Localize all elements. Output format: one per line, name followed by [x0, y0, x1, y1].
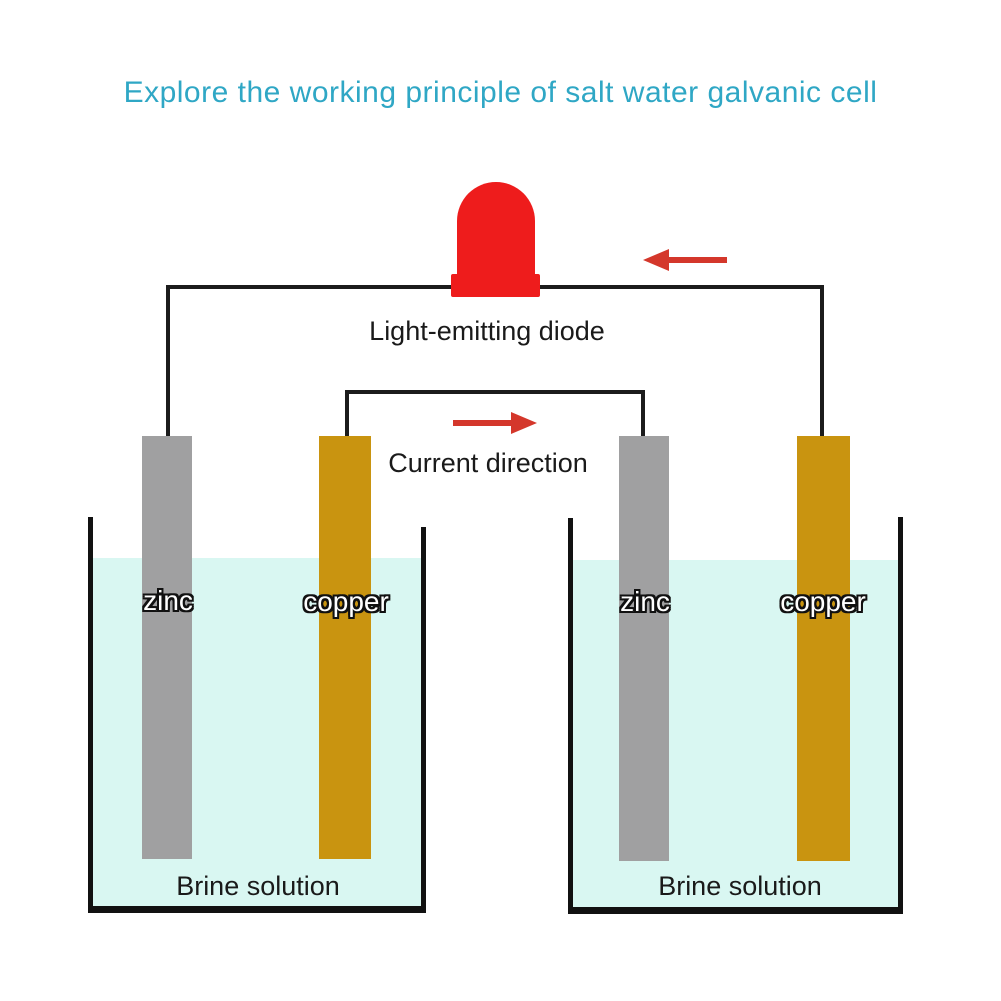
- page-title: Explore the working principle of salt wa…: [123, 76, 878, 109]
- right-beaker-wall-left: [568, 518, 573, 914]
- right-beaker-wall-right: [898, 517, 903, 914]
- right-brine-solution-label: Brine solution: [658, 871, 822, 901]
- left-copper-label: copper: [303, 586, 389, 617]
- led-icon: [457, 182, 535, 278]
- left-brine-solution-label: Brine solution: [176, 871, 340, 901]
- outer-circuit-wire-left: [166, 285, 170, 438]
- inner-circuit-wire-right: [641, 390, 645, 438]
- right-beaker-bottom: [568, 907, 903, 914]
- left-beaker-wall-right: [421, 527, 426, 912]
- current-direction-label: Current direction: [388, 448, 588, 478]
- led-flange: [451, 274, 540, 297]
- led-label: Light-emitting diode: [369, 316, 605, 346]
- left-zinc-electrode: [142, 436, 192, 859]
- right-copper-label: copper: [780, 586, 866, 617]
- current-arrow-left-icon: [643, 249, 727, 271]
- outer-circuit-wire-right: [820, 285, 824, 438]
- left-copper-electrode: [319, 436, 371, 859]
- right-zinc-electrode: [619, 436, 669, 861]
- inner-circuit-wire-top: [345, 390, 645, 394]
- left-beaker-bottom: [88, 906, 426, 913]
- right-copper-electrode: [797, 436, 850, 861]
- right-zinc-label: zinc: [620, 586, 670, 617]
- left-zinc-label: zinc: [143, 585, 193, 616]
- inner-circuit-wire-left: [345, 390, 349, 438]
- current-arrow-right-icon: [453, 412, 537, 434]
- left-beaker-wall-left: [88, 517, 93, 912]
